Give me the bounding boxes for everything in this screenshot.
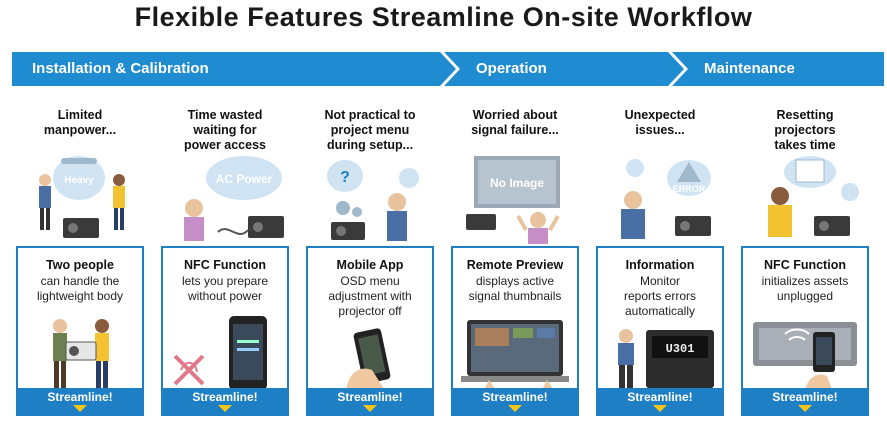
problem-line: manpower... — [43, 123, 117, 137]
card-title: Remote Preview — [466, 258, 564, 272]
problem-text: Unexpected issues... — [593, 108, 727, 138]
card-desc-line: projector off — [338, 304, 402, 318]
problem-illustration-menu: ? — [303, 152, 437, 244]
card-desc-line: Monitor — [639, 274, 680, 288]
card-desc: lets you prepare without power — [163, 274, 287, 304]
card-desc-line: signal thumbnails — [468, 289, 562, 303]
nfc-projector-illustration — [753, 322, 857, 392]
down-arrow-icon — [798, 405, 812, 412]
down-arrow-icon — [363, 405, 377, 412]
problem-line: power access — [184, 138, 266, 152]
problem-illustration-error: ERROR — [593, 152, 727, 244]
card-desc-line: adjustment with — [328, 289, 412, 303]
card-desc-line: automatically — [624, 304, 696, 318]
streamline-label: Streamline! — [192, 390, 258, 404]
feature-card: NFC Function initializes assets unplugge… — [741, 246, 869, 416]
card-desc-line: lightweight body — [36, 289, 124, 303]
problem-line: Time wasted — [187, 108, 263, 122]
streamline-label: Streamline! — [47, 390, 113, 404]
feature-card: NFC Function lets you prepare without po… — [161, 246, 289, 416]
problem-text: Not practical to project menu during set… — [303, 108, 437, 153]
card-desc: Monitor reports errors automatically — [598, 274, 722, 319]
problem-illustration-no-image: No Image — [448, 152, 582, 244]
streamline-label: Streamline! — [482, 390, 548, 404]
problem-illustration-reset — [738, 152, 872, 244]
streamline-footer: Streamline! — [308, 388, 432, 414]
card-desc: can handle the lightweight body — [18, 274, 142, 304]
card-desc: initializes assets unplugged — [743, 274, 867, 304]
problem-line: during setup... — [326, 138, 414, 152]
streamline-footer: Streamline! — [18, 388, 142, 414]
problem-text: Time wasted waiting for power access — [158, 108, 292, 153]
stage-operation: Operation — [476, 60, 547, 77]
problem-text: Resetting projectors takes time — [738, 108, 872, 153]
card-desc-line: without power — [187, 289, 263, 303]
down-arrow-icon — [218, 405, 232, 412]
problem-line: signal failure... — [471, 123, 559, 137]
feature-card: Mobile App OSD menu adjustment with proj… — [306, 246, 434, 416]
card-desc-line: OSD menu — [340, 274, 400, 288]
card-desc: displays active signal thumbnails — [453, 274, 577, 304]
problem-line: issues... — [635, 123, 685, 137]
card-desc-line: displays active — [475, 274, 555, 288]
problem-line: projectors — [774, 123, 836, 137]
problem-line: Unexpected — [624, 108, 696, 122]
problem-text: Limited manpower... — [13, 108, 147, 138]
information-monitor-illustration: U301 — [618, 329, 714, 389]
card-desc-line: initializes assets — [761, 274, 849, 288]
card-title: Two people — [46, 258, 114, 272]
nfc-phone-illustration — [173, 316, 267, 390]
stage-maintenance: Maintenance — [704, 60, 795, 77]
streamline-label: Streamline! — [337, 390, 403, 404]
problem-line: takes time — [774, 138, 836, 152]
card-desc: OSD menu adjustment with projector off — [308, 274, 432, 319]
no-image-screen: No Image — [490, 176, 544, 190]
phone-in-hand-illustration — [346, 328, 391, 392]
page-title: Flexible Features Streamline On-site Wor… — [134, 2, 753, 32]
streamline-footer: Streamline! — [598, 388, 722, 414]
problem-line: Resetting — [776, 108, 834, 122]
stage-banner: Installation & Calibration Operation Mai… — [0, 52, 887, 86]
card-title: NFC Function — [184, 258, 266, 272]
monitor-code: U301 — [666, 342, 695, 356]
problem-line: Limited — [57, 108, 103, 122]
down-arrow-icon — [653, 405, 667, 412]
card-desc-line: can handle the — [40, 274, 120, 288]
bubble-question: ? — [340, 169, 350, 186]
feature-card: Information Monitor reports errors autom… — [596, 246, 724, 416]
two-people-illustration — [53, 319, 109, 389]
card-title: Mobile App — [336, 258, 404, 272]
stage-installation: Installation & Calibration — [32, 60, 209, 77]
feature-card: Remote Preview displays active signal th… — [451, 246, 579, 416]
down-arrow-icon — [73, 405, 87, 412]
problem-line: Worried about — [472, 108, 558, 122]
laptop-preview-illustration — [461, 320, 569, 392]
streamline-footer: Streamline! — [163, 388, 287, 414]
bubble-error: ERROR — [673, 184, 706, 194]
banner-arrows — [12, 52, 884, 86]
streamline-label: Streamline! — [627, 390, 693, 404]
bubble-ac-power: AC Power — [216, 172, 273, 186]
streamline-footer: Streamline! — [743, 388, 867, 414]
card-title: Information — [625, 258, 695, 272]
card-title: NFC Function — [764, 258, 846, 272]
streamline-label: Streamline! — [772, 390, 838, 404]
bubble-heavy: Heavy — [64, 175, 94, 186]
feature-card: Two people can handle the lightweight bo… — [16, 246, 144, 416]
problem-line: Not practical to — [324, 108, 416, 122]
problem-line: project menu — [330, 123, 410, 137]
problem-text: Worried about signal failure... — [448, 108, 582, 138]
card-desc-line: lets you prepare — [181, 274, 269, 288]
problem-line: waiting for — [193, 123, 257, 137]
down-arrow-icon — [508, 405, 522, 412]
card-desc-line: reports errors — [623, 289, 697, 303]
card-desc-line: unplugged — [776, 289, 834, 303]
problem-illustration-heavy: Heavy — [13, 152, 147, 244]
problem-illustration-ac-power: AC Power — [158, 152, 292, 244]
streamline-footer: Streamline! — [453, 388, 577, 414]
